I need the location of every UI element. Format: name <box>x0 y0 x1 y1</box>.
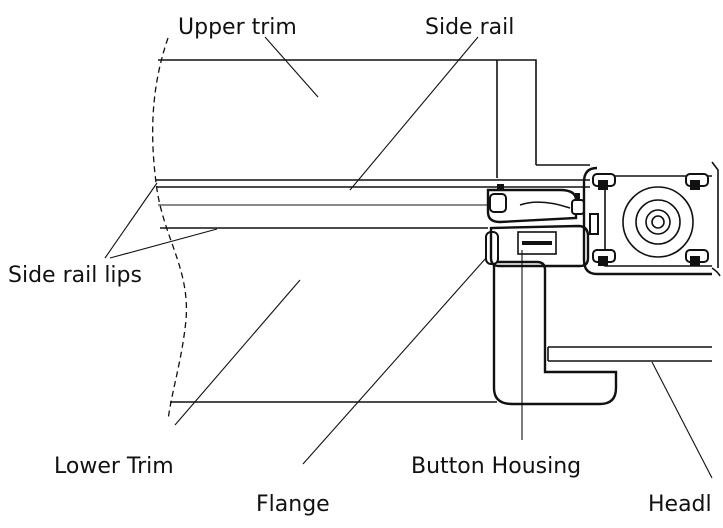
leader-headliner <box>651 361 713 479</box>
leader-flange <box>302 257 487 465</box>
leader-lines <box>104 36 713 479</box>
leader-lip-lower <box>109 228 218 259</box>
label-headliner: Headl <box>648 492 712 517</box>
side-rail-part <box>156 164 590 229</box>
label-upper-trim: Upper trim <box>178 15 297 40</box>
button-housing-assembly <box>485 184 590 268</box>
label-side-rail: Side rail <box>425 15 515 40</box>
flange-part <box>492 260 618 406</box>
label-side-rail-lips: Side rail lips <box>8 263 142 288</box>
mechanism-housing <box>582 161 721 277</box>
leader-side-rail <box>349 36 479 191</box>
break-line <box>152 37 188 421</box>
leader-lip-upper <box>104 182 158 259</box>
label-button-housing: Button Housing <box>411 454 582 479</box>
label-flange: Flange <box>256 492 330 517</box>
label-lower-trim: Lower Trim <box>54 454 174 479</box>
upper-trim-panel <box>158 59 537 178</box>
leader-lower-trim <box>174 279 301 426</box>
headliner-part <box>547 346 712 362</box>
leader-upper-trim <box>264 36 319 98</box>
